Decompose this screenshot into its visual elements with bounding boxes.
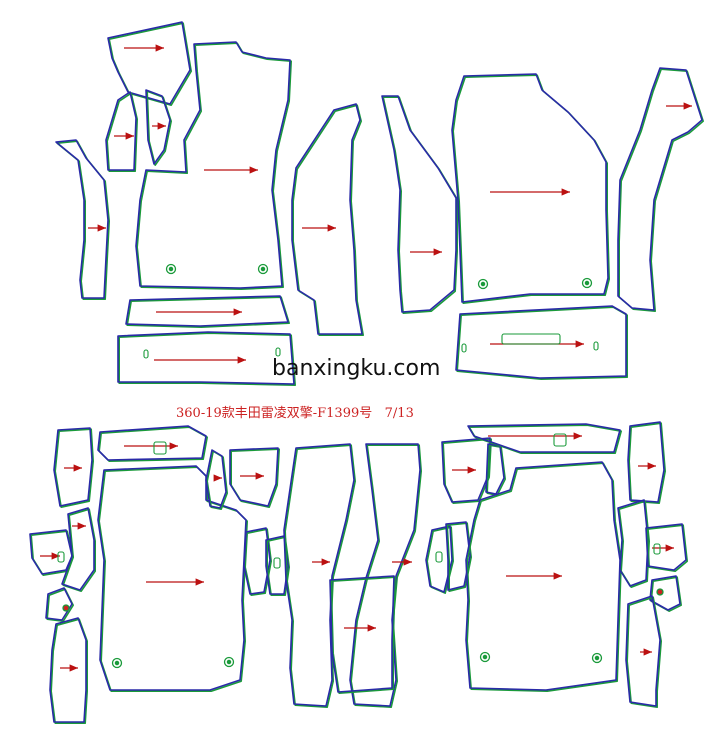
anchor-hole-center-3 [480,281,486,287]
fastener-slot-4 [593,341,599,351]
anchor-hole-5 [111,657,123,669]
mat-piece-16 [61,507,95,591]
mat-piece-17 [45,587,73,621]
anchor-hole-center-2 [260,266,266,272]
mat-piece-inner-9 [618,68,705,313]
anchor-hole-center-6 [226,659,232,665]
fastener-slot-5 [501,333,561,345]
mat-piece-21 [229,447,279,507]
mat-piece-inner-16 [62,508,97,593]
anchor-hole-center-1 [168,266,174,272]
mat-piece-13 [53,427,93,507]
anchor-hole-2 [257,263,269,275]
mat-piece-29 [425,525,453,593]
pattern-caption: 360-19款丰田雷凌双擎-F1399号 7/13 [176,406,414,421]
mat-piece-4 [135,41,291,289]
anchor-hole-4 [581,277,593,289]
mat-piece-22 [243,527,271,595]
mat-piece-inner-27 [442,438,493,505]
marker-dot-2 [656,588,664,596]
anchor-hole-3 [477,278,489,290]
mat-piece-inner-25 [350,444,423,709]
mat-piece-20 [205,449,227,509]
fastener-slot-7 [553,433,567,447]
mat-piece-inner-26 [330,576,397,695]
anchor-hole-center-8 [594,655,600,661]
mat-piece-33 [627,421,665,503]
mat-piece-inner-33 [628,422,667,505]
site-watermark: banxingku.com [272,356,441,381]
fastener-slot-10 [435,551,443,563]
fastener-slot-11 [653,543,661,555]
mat-piece-32 [465,461,621,691]
mat-piece-inner-7 [382,96,459,315]
mat-piece-9 [617,67,703,311]
fastener-slot-2 [275,347,281,357]
mat-piece-8 [451,73,609,303]
anchor-hole-8 [591,652,603,664]
anchor-hole-1 [165,263,177,275]
mat-piece-37 [625,595,661,707]
mat-piece-inner-22 [244,528,273,597]
mat-piece-2 [105,91,137,171]
mat-piece-inner-35 [646,524,689,573]
mat-piece-inner-34 [618,500,651,589]
fastener-slot-3 [461,343,467,353]
anchor-hole-7 [479,651,491,663]
mat-piece-inner-28 [486,444,507,497]
mat-piece-inner-8 [452,74,611,305]
mat-piece-25 [349,443,421,707]
mat-piece-inner-6 [292,104,365,337]
mat-piece-3 [145,89,171,165]
mat-piece-1 [107,21,191,105]
mat-piece-inner-12 [456,306,629,381]
fastener-slot-8 [57,551,65,563]
mat-piece-inner-32 [466,462,623,693]
mat-piece-34 [617,499,649,587]
mat-piece-inner-10 [126,296,291,329]
mat-piece-14 [97,425,207,461]
mat-piece-7 [381,95,457,313]
mat-piece-10 [125,295,289,327]
mat-piece-inner-17 [46,588,75,623]
mat-piece-30 [445,521,471,591]
fastener-slot-1 [143,349,149,359]
mat-piece-inner-2 [106,92,139,173]
mat-piece-5 [55,139,109,299]
fastener-slot-6 [153,441,167,455]
mat-piece-inner-20 [206,450,229,511]
mat-piece-26 [329,575,395,693]
mat-piece-24 [283,443,355,707]
marker-dot-1 [62,604,70,612]
mat-piece-15 [29,529,73,575]
mat-piece-35 [645,523,687,571]
mat-piece-inner-11 [118,332,297,387]
mat-piece-inner-13 [54,428,95,509]
mat-piece-inner-4 [136,42,293,291]
anchor-hole-center-7 [482,654,488,660]
mat-piece-19 [97,465,247,691]
anchor-hole-6 [223,656,235,668]
anchor-hole-center-4 [584,280,590,286]
mat-piece-31 [467,423,621,453]
mat-piece-inner-24 [284,444,357,709]
mat-piece-inner-19 [98,466,249,693]
mat-piece-27 [441,437,491,503]
mat-piece-12 [455,305,627,379]
mat-piece-inner-29 [426,526,455,595]
mat-piece-inner-30 [446,522,473,593]
mat-piece-18 [49,617,87,723]
mat-piece-inner-37 [626,596,663,709]
anchor-hole-center-5 [114,660,120,666]
mat-piece-6 [291,103,363,335]
mat-piece-inner-18 [50,618,89,725]
mat-piece-11 [117,331,295,385]
fastener-slot-9 [273,557,281,569]
mat-piece-inner-14 [98,426,209,463]
